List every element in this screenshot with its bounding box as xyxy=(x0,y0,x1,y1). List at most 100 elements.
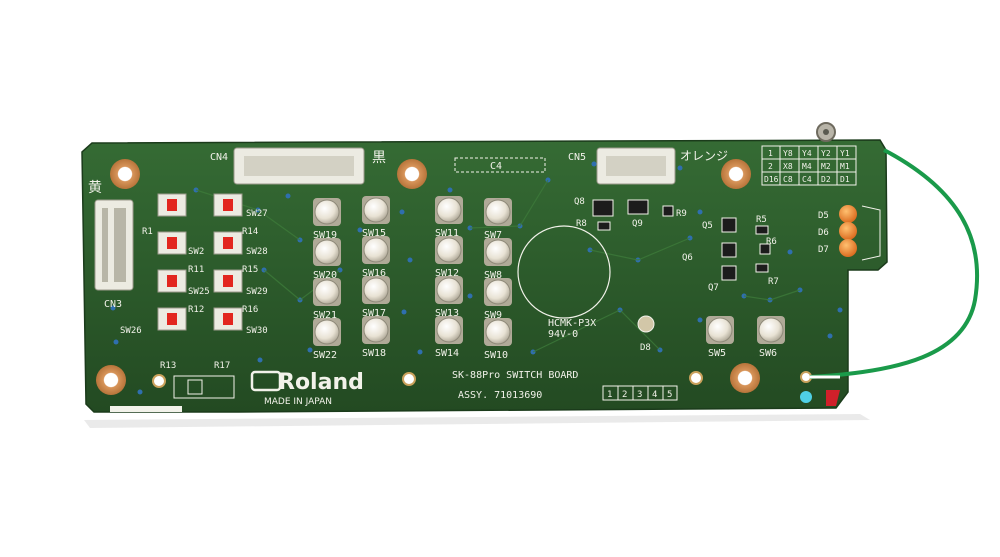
r14-label: R14 xyxy=(242,227,258,237)
smd-parts xyxy=(592,199,771,281)
grid-r1c2: M4 xyxy=(802,162,812,171)
button-label: SW19 xyxy=(313,230,337,241)
button-label: SW21 xyxy=(313,310,337,321)
sw27-label: SW27 xyxy=(246,209,268,219)
grid-r2c1: C8 xyxy=(783,175,793,184)
grid-r0c4: Y1 xyxy=(840,149,850,158)
cn5-color-label: オレンジ xyxy=(680,149,728,163)
made-in-label: MADE IN JAPAN xyxy=(264,397,332,407)
grid-r2c4: D1 xyxy=(840,175,850,184)
led-array xyxy=(839,205,857,257)
button-label: SW6 xyxy=(759,348,777,359)
grid-r0c1: Y8 xyxy=(783,149,793,158)
board-title: SK-88Pro SWITCH BOARD xyxy=(452,370,578,381)
q5-label: Q5 xyxy=(702,221,713,231)
push-button: SW13 xyxy=(435,276,463,319)
button-label: SW10 xyxy=(484,350,508,361)
board-holes xyxy=(152,371,812,388)
q7-label: Q7 xyxy=(708,283,719,293)
grid-r2c0: D16 xyxy=(764,175,779,184)
d6-label: D6 xyxy=(818,228,829,238)
push-button: SW8 xyxy=(484,238,512,281)
push-button: SW9 xyxy=(484,278,512,321)
r11-label: R11 xyxy=(188,265,204,275)
grid-r1c4: M1 xyxy=(840,162,850,171)
grid-r1c3: M2 xyxy=(821,162,831,171)
cert-label: HCMK-P3X xyxy=(548,318,596,329)
q6-label: Q6 xyxy=(682,253,693,263)
r7-label: R7 xyxy=(768,277,779,287)
q9-label: Q9 xyxy=(632,219,643,229)
button-label: SW20 xyxy=(313,270,337,281)
push-button: SW11 xyxy=(435,196,463,239)
push-button: SW5 xyxy=(706,316,734,359)
cert2-label: 94V-0 xyxy=(548,329,578,340)
sw25-label: SW25 xyxy=(188,287,210,297)
button-label: SW5 xyxy=(708,348,726,359)
r8-label: R8 xyxy=(576,219,587,229)
push-button: SW14 xyxy=(435,316,463,359)
push-button: SW19 xyxy=(313,198,341,241)
button-label: SW11 xyxy=(435,228,459,239)
grid-r2c2: C4 xyxy=(802,175,812,184)
push-button: SW16 xyxy=(362,236,390,279)
cn4-color-label: 黒 xyxy=(372,150,386,166)
r1-label: R1 xyxy=(142,227,153,237)
button-label: SW13 xyxy=(435,308,459,319)
r17-label: R17 xyxy=(214,361,230,371)
sw29-label: SW29 xyxy=(246,287,268,297)
cn4-label: CN4 xyxy=(210,152,228,163)
c4-label: C4 xyxy=(490,161,502,172)
r6-label: R6 xyxy=(766,237,777,247)
led-d8 xyxy=(637,315,655,333)
button-label: SW14 xyxy=(435,348,459,359)
sw28-label: SW28 xyxy=(246,247,268,257)
cn3-color-label: 黄 xyxy=(88,179,102,196)
push-button: SW21 xyxy=(313,278,341,321)
button-label: SW12 xyxy=(435,268,459,279)
r15-label: R15 xyxy=(242,265,258,275)
push-button: SW7 xyxy=(484,198,512,241)
button-label: SW15 xyxy=(362,228,386,239)
r16-label: R16 xyxy=(242,305,258,315)
grid-r0c0: 1 xyxy=(768,149,773,158)
push-button: SW12 xyxy=(435,236,463,279)
d5-label: D5 xyxy=(818,211,829,221)
button-label: SW17 xyxy=(362,308,386,319)
logo: Roland xyxy=(278,370,364,395)
push-button: SW22 xyxy=(313,318,341,361)
d8-label: D8 xyxy=(640,343,651,353)
rev-3: 3 xyxy=(637,390,642,400)
push-button: SW18 xyxy=(362,316,390,359)
r12-label: R12 xyxy=(188,305,204,315)
push-button: SW10 xyxy=(484,318,512,361)
assy-label: ASSY. 71013690 xyxy=(458,390,542,401)
q8-label: Q8 xyxy=(574,197,585,207)
button-label: SW18 xyxy=(362,348,386,359)
push-button: SW20 xyxy=(313,238,341,281)
grid-r1c1: X8 xyxy=(783,162,793,171)
button-label: SW9 xyxy=(484,310,502,321)
grid-r0c3: Y2 xyxy=(821,149,831,158)
grid-r1c0: 2 xyxy=(768,162,773,171)
button-label: SW7 xyxy=(484,230,502,241)
tact-switches xyxy=(157,193,243,331)
sw2-label: SW2 xyxy=(188,247,204,257)
push-button: SW17 xyxy=(362,276,390,319)
sw26-label: SW26 xyxy=(120,326,142,336)
mounting-pads xyxy=(96,159,760,395)
d7-label: D7 xyxy=(818,245,829,255)
r9-label: R9 xyxy=(676,209,687,219)
rev-1: 1 xyxy=(607,390,612,400)
grid-r2c3: D2 xyxy=(821,175,831,184)
button-label: SW8 xyxy=(484,270,502,281)
matrix-table xyxy=(761,145,857,186)
r5-label: R5 xyxy=(756,215,767,225)
cn3-label: CN3 xyxy=(104,299,122,310)
button-label: SW22 xyxy=(313,350,337,361)
push-button: SW15 xyxy=(362,196,390,239)
grid-r0c2: Y4 xyxy=(802,149,812,158)
